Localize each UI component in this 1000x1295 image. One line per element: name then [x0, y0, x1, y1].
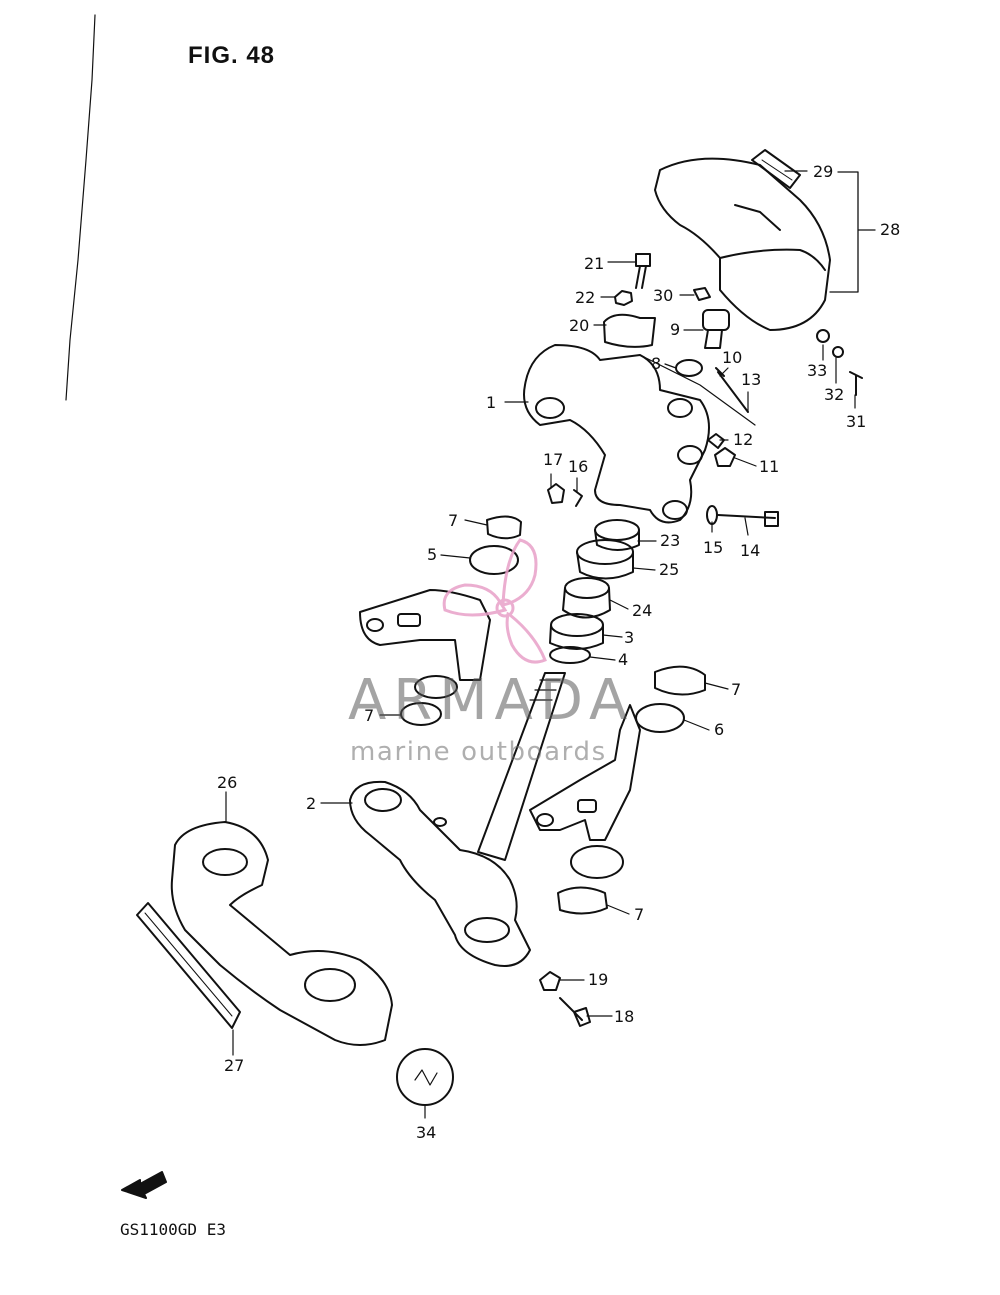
callout-22: 22 — [575, 288, 596, 307]
nut-11-part — [714, 447, 736, 467]
callout-25: 25 — [659, 560, 680, 579]
bolt-14-part — [717, 511, 779, 527]
race-7-upper-left-part — [486, 515, 522, 540]
nut-22-part — [614, 290, 633, 306]
ring-5-part — [469, 545, 519, 575]
clamp-20-part — [603, 313, 656, 348]
right-headlight-bracket-part — [529, 704, 641, 841]
race-7-lower-right-part — [557, 886, 608, 915]
lower-cover-26-part — [170, 821, 393, 1046]
callout-bracket-28 — [829, 171, 876, 293]
callout-4: 4 — [618, 650, 629, 669]
scan-edge-line — [65, 14, 96, 401]
callout-9: 9 — [670, 320, 681, 339]
callout-31: 31 — [846, 412, 867, 431]
lower-bracket-part — [349, 780, 531, 967]
cap-34-part — [396, 1048, 454, 1106]
ring-lower-left-part — [414, 675, 458, 699]
bolt-18-part — [559, 997, 591, 1027]
callout-30: 30 — [653, 286, 674, 305]
washer-32-part — [832, 346, 844, 358]
propeller-logo-icon — [442, 538, 547, 664]
callout-34: 34 — [416, 1123, 437, 1142]
callout-27: 27 — [224, 1056, 245, 1075]
callout-3: 3 — [624, 628, 635, 647]
callout-15: 15 — [703, 538, 724, 557]
left-headlight-bracket-part — [359, 589, 491, 681]
callout-12: 12 — [733, 430, 754, 449]
callout-21: 21 — [584, 254, 605, 273]
race-4-part — [549, 646, 591, 664]
figure-title: FIG. 48 — [188, 42, 276, 69]
callout-10: 10 — [722, 348, 743, 367]
bearing-3-part — [549, 613, 604, 650]
callout-7-left-bottom: 7 — [364, 706, 375, 725]
callout-23: 23 — [660, 531, 681, 550]
leader-lines — [225, 170, 856, 1119]
ring-6-part — [635, 703, 685, 733]
callout-8: 8 — [651, 354, 662, 373]
callout-6: 6 — [714, 720, 725, 739]
bearing-24-part — [562, 577, 611, 619]
seal-25-part — [576, 539, 634, 580]
washer-15-part — [706, 505, 718, 525]
callout-7-right-top: 7 — [731, 680, 742, 699]
callout-28: 28 — [880, 220, 901, 239]
race-7-lower-left-part — [400, 702, 442, 726]
upper-bracket-part — [523, 344, 756, 524]
clip-30-part — [693, 287, 711, 301]
race-23-part — [594, 519, 640, 551]
steering-stem-part — [477, 672, 566, 861]
callout-26: 26 — [217, 773, 238, 792]
bolt-21-part — [635, 253, 651, 289]
washer-33-part — [816, 329, 830, 343]
model-label: GS1100GD E3 — [120, 1220, 226, 1239]
nut-19-part — [539, 971, 561, 991]
callout-11: 11 — [759, 457, 780, 476]
callout-33: 33 — [807, 361, 828, 380]
callout-24: 24 — [632, 601, 653, 620]
callout-1: 1 — [486, 393, 497, 412]
callout-7-right-bottom: 7 — [634, 905, 645, 924]
race-7-upper-right-part — [654, 665, 706, 696]
nut-17-part — [547, 483, 565, 504]
watermark-brand: ARMADA — [348, 668, 635, 733]
washer-8-part — [675, 359, 703, 377]
screw-31-part — [849, 371, 863, 396]
callout-13: 13 — [741, 370, 762, 389]
watermark-tagline: marine outboards — [350, 737, 607, 767]
callout-20: 20 — [569, 316, 590, 335]
callout-2: 2 — [306, 794, 317, 813]
callout-7-left-top: 7 — [448, 511, 459, 530]
callout-16: 16 — [568, 457, 589, 476]
callout-18: 18 — [614, 1007, 635, 1026]
ring-right-lower-part — [570, 845, 624, 879]
nut-12-part — [707, 433, 725, 449]
callout-14: 14 — [740, 541, 761, 560]
plug-9-part — [702, 309, 730, 349]
callout-32: 32 — [824, 385, 845, 404]
bolt-10-part — [715, 367, 749, 413]
callout-17: 17 — [543, 450, 564, 469]
callout-29: 29 — [813, 162, 834, 181]
fwd-arrow-icon — [121, 1171, 167, 1199]
emblem-part — [751, 149, 801, 189]
callout-5: 5 — [427, 545, 438, 564]
reflector-27-part — [136, 902, 241, 1029]
callout-19: 19 — [588, 970, 609, 989]
handlebar-cover-part — [654, 157, 831, 331]
washer-16-part — [573, 489, 583, 507]
